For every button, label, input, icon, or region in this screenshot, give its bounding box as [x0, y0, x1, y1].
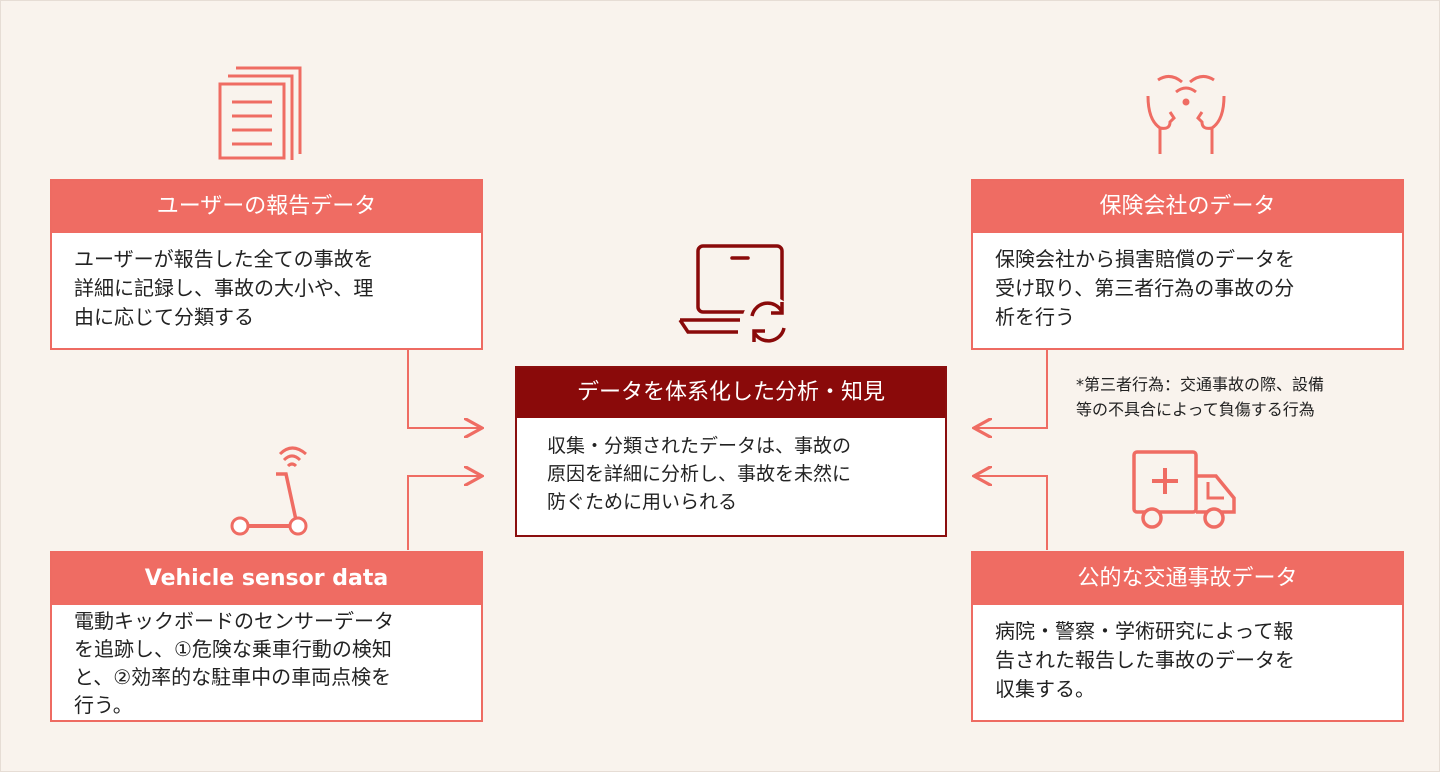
document-icon [218, 66, 302, 160]
analysis-title: データを体系化した分析・知見 [517, 368, 945, 418]
arrow-insurance-to-center [976, 350, 1048, 428]
vehicle-sensor-card: Vehicle sensor data 電動キックボードのセンサーデータ を追跡… [50, 551, 483, 722]
description-line: 詳細に記録し、事故の大小や、理 [74, 276, 374, 300]
laptop-sync-icon [678, 244, 794, 346]
third-party-note: *第三者行為：交通事故の際、設備 等の不具合によって負傷する行為 [1076, 372, 1421, 422]
public-accident-card: 公的な交通事故データ 病院・警察・学術研究によって報 告された報告した事故のデー… [971, 551, 1404, 722]
description-line: 防ぐために用いられる [547, 491, 738, 513]
card-title: 公的な交通事故データ [973, 553, 1402, 605]
description-line: と、②効率的な駐車中の車両点検を [74, 665, 392, 689]
description-line: を追跡し、①危険な乗車行動の検知 [74, 637, 392, 661]
card-description: 電動キックボードのセンサーデータ を追跡し、①危険な乗車行動の検知 と、②効率的… [52, 605, 481, 719]
arrow-user-to-center [407, 350, 480, 428]
description-line: ユーザーが報告した全ての事故を [74, 247, 374, 271]
note-line: 等の不具合によって負傷する行為 [1076, 400, 1315, 419]
note-line: *第三者行為：交通事故の際、設備 [1076, 375, 1325, 394]
description-line: 病院・警察・学術研究によって報 [995, 619, 1294, 643]
description-line: 析を行う [995, 305, 1075, 329]
analysis-card: データを体系化した分析・知見 収集・分類されたデータは、事故の 原因を詳細に分析… [515, 366, 947, 537]
description-line: 行う。 [74, 693, 133, 717]
user-report-card: ユーザーの報告データ ユーザーが報告した全ての事故を 詳細に記録し、事故の大小や… [50, 179, 483, 350]
description-line: 保険会社から損害賠償のデータを [995, 247, 1295, 271]
scooter-signal-icon [230, 446, 308, 536]
description-line: 受け取り、第三者行為の事故の分 [995, 276, 1295, 300]
ambulance-icon [1132, 450, 1236, 529]
card-title: Vehicle sensor data [52, 553, 481, 605]
arrow-sensor-to-center [407, 476, 480, 550]
card-title: 保険会社のデータ [973, 181, 1402, 233]
description-line: 収集・分類されたデータは、事故の [547, 435, 852, 457]
description-line: 収集する。 [995, 677, 1095, 701]
head-signal-icon [1146, 75, 1226, 154]
analysis-description: 収集・分類されたデータは、事故の 原因を詳細に分析し、事故を未然に 防ぐために用… [517, 418, 945, 516]
card-description: 保険会社から損害賠償のデータを 受け取り、第三者行為の事故の分 析を行う [973, 233, 1402, 332]
insurance-card: 保険会社のデータ 保険会社から損害賠償のデータを 受け取り、第三者行為の事故の分… [971, 179, 1404, 350]
arrow-public-to-center [976, 476, 1048, 550]
card-description: ユーザーが報告した全ての事故を 詳細に記録し、事故の大小や、理 由に応じて分類す… [52, 233, 481, 332]
card-title: ユーザーの報告データ [52, 181, 481, 233]
description-line: 告された報告した事故のデータを [995, 648, 1295, 672]
description-line: 由に応じて分類する [74, 305, 254, 329]
description-line: 原因を詳細に分析し、事故を未然に [547, 463, 852, 485]
description-line: 電動キックボードのセンサーデータ [74, 609, 394, 633]
card-description: 病院・警察・学術研究によって報 告された報告した事故のデータを 収集する。 [973, 605, 1402, 704]
